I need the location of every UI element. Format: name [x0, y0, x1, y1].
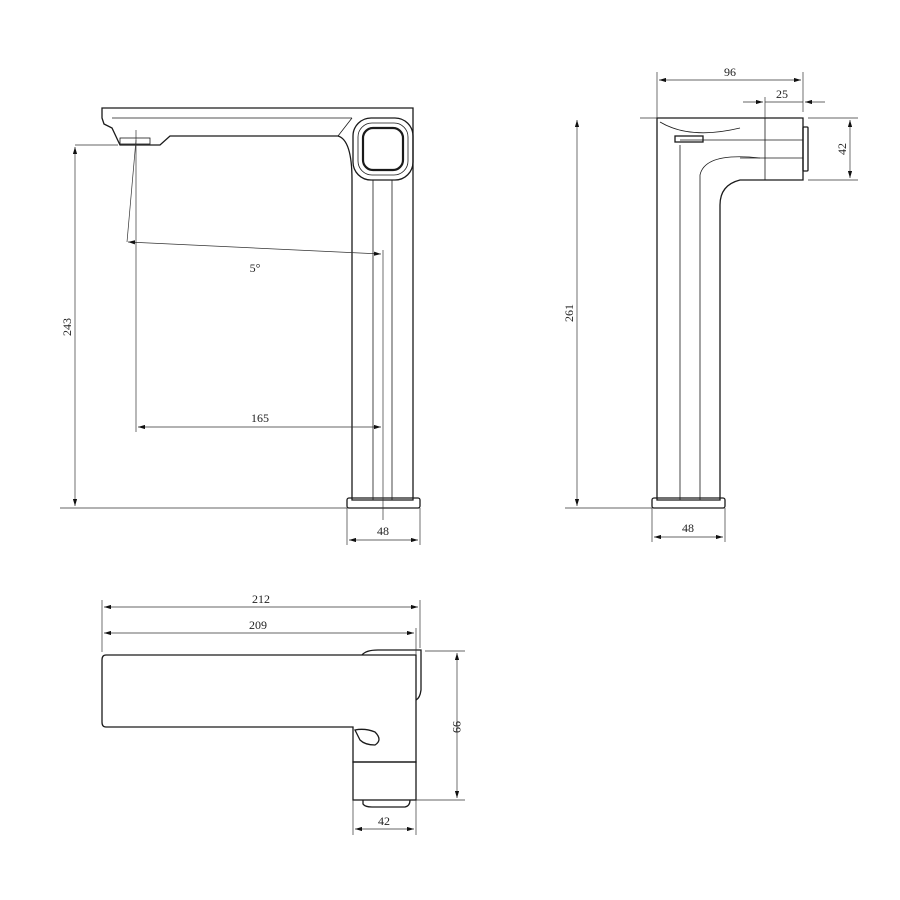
dim-length-212: 212 [252, 592, 270, 606]
dim-angle-5: 5° [250, 261, 261, 275]
side-view: 261 96 25 42 48 [562, 65, 858, 542]
dim-height-261: 261 [562, 304, 576, 322]
handle [352, 117, 414, 181]
dim-depth-99: 99 [450, 721, 464, 733]
dim-height-243: 243 [60, 318, 74, 336]
dim-spout-209: 209 [249, 618, 267, 632]
dim-handle-42: 42 [835, 143, 849, 155]
dim-side-base-48: 48 [682, 521, 694, 535]
top-view: 212 209 99 42 [101, 592, 465, 835]
front-view: 243 5° 165 48 [60, 107, 421, 545]
dim-base-48: 48 [377, 524, 389, 538]
dim-top-base-42: 42 [378, 814, 390, 828]
dim-handle-25: 25 [776, 87, 788, 101]
dim-depth-96: 96 [724, 65, 736, 79]
dim-reach-165: 165 [251, 411, 269, 425]
